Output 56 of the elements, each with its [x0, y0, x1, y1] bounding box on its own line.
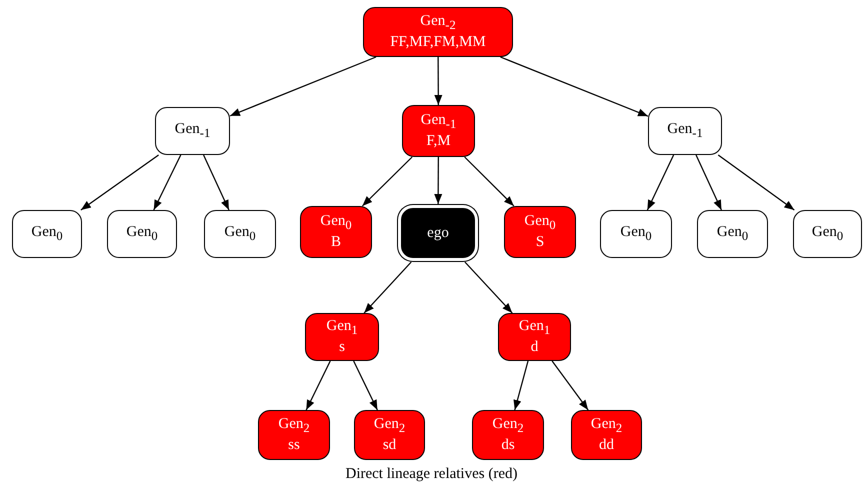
node-label: Gen$_{1}$ d: [518, 318, 552, 356]
node-box: [648, 107, 722, 155]
node-box: [258, 410, 330, 460]
arrow: [353, 360, 378, 410]
arrow: [514, 360, 529, 410]
arrow: [646, 154, 674, 210]
node-box: [305, 313, 379, 361]
node-label: Gen$_{0}$: [810, 224, 844, 244]
node-label: Gen$_{1}$ s: [325, 318, 359, 356]
arrow: [364, 262, 412, 314]
arrow: [153, 154, 182, 210]
node-label: Gen$_{-1}$: [174, 120, 212, 142]
arrow: [203, 154, 230, 210]
node-label: Gen$_{-2}$ FF,MF,FM,MM: [389, 13, 487, 51]
node-box: [600, 210, 672, 258]
node-box: [204, 210, 276, 258]
arrow: [362, 156, 413, 206]
node-box: [354, 410, 425, 460]
node-label: Gen$_{2}$ dd: [590, 416, 624, 454]
node-box: [363, 7, 513, 57]
arrow: [552, 360, 589, 410]
node-label: Gen$_{-1}$ F,M: [420, 112, 458, 150]
node-label: Gen$_{0}$: [619, 224, 653, 244]
arrow: [306, 360, 331, 410]
node-box: [107, 210, 177, 258]
arrow: [464, 262, 513, 314]
node-box: [402, 105, 475, 157]
node-label: Gen$_{2}$ ds: [491, 416, 525, 454]
node-label: Gen$_{0}$ B: [319, 213, 353, 251]
node-box: [571, 410, 642, 460]
arrow: [696, 154, 722, 210]
arrow: [434, 157, 442, 204]
node-box: [504, 206, 576, 258]
arrow: [464, 156, 514, 206]
arrow: [230, 56, 376, 116]
node-box: [300, 206, 372, 258]
caption: Direct lineage relatives (red): [346, 466, 518, 483]
node-box: [12, 210, 82, 258]
node-box: [498, 313, 571, 361]
node-label: Gen$_{0}$: [223, 224, 257, 244]
node-box: [155, 107, 230, 155]
node-label: Gen$_{0}$: [716, 224, 750, 244]
arrow: [500, 56, 648, 117]
arrow: [434, 57, 442, 105]
node-label: Gen$_{-1}$: [666, 120, 704, 142]
node-box: [793, 210, 862, 258]
node-label: ego: [426, 224, 450, 242]
arrow: [80, 154, 159, 210]
node-box: [697, 210, 768, 258]
node-label: Gen$_{2}$ ss: [277, 416, 311, 454]
node-label: Gen$_{0}$: [30, 224, 64, 244]
node-label: Gen$_{0}$: [125, 224, 159, 244]
node-box: [472, 410, 544, 460]
node-label: Gen$_{0}$ S: [523, 213, 557, 251]
node-label: Gen$_{2}$ sd: [372, 416, 406, 454]
arrow: [718, 154, 795, 210]
